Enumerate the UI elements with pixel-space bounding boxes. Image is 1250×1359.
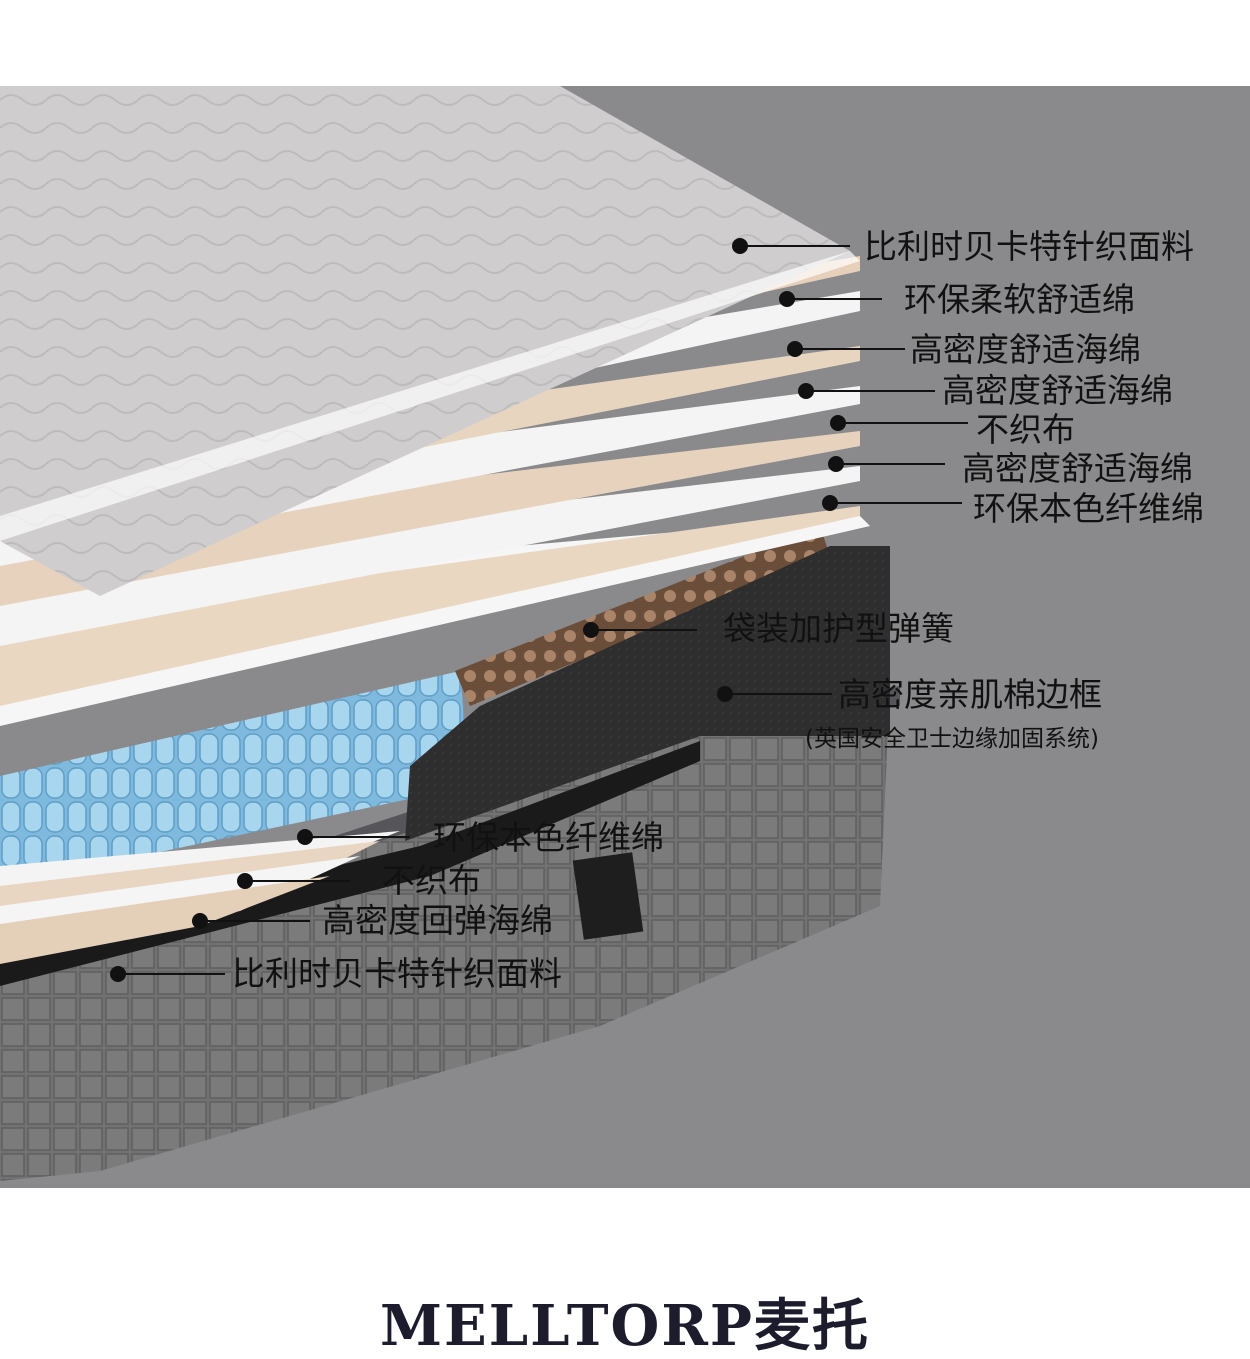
layer-pocket-springs-blue [0, 671, 470, 886]
callout-eco-soft [779, 291, 882, 307]
label-nonwoven-bottom: 不织布 [382, 861, 481, 900]
label-frame-sub: (英国安全卫士边缘加固系统) [805, 726, 1099, 752]
callout-pocket-spring [583, 622, 697, 638]
label-hd-foam-2: 高密度舒适海绵 [942, 371, 1173, 410]
mattress-cross-section [0, 86, 968, 1181]
label-hd-foam-3: 高密度舒适海绵 [962, 449, 1193, 488]
callout-frame [717, 686, 832, 702]
brand-tag [572, 852, 644, 940]
label-frame: 高密度亲肌棉边框 [838, 675, 1102, 714]
callout-nonwoven-bottom [237, 873, 350, 889]
mattress-illustration-panel [0, 86, 1250, 1188]
label-nonwoven-top: 不织布 [976, 410, 1075, 449]
brand-logo-text: MELLTORP麦托 [380, 1293, 870, 1359]
callout-hd-rebound [192, 913, 310, 929]
label-hd-foam-1: 高密度舒适海绵 [910, 330, 1141, 369]
callout-nonwoven-top [830, 415, 968, 431]
label-pocket-spring: 袋装加护型弹簧 [723, 609, 954, 648]
label-eco-fiber-bottom: 环保本色纤维绵 [433, 818, 664, 857]
layer-foam-edge-frame [405, 546, 890, 841]
label-hd-rebound: 高密度回弹海绵 [322, 901, 553, 940]
callout-top-fabric [732, 238, 850, 254]
callout-hd-foam-3 [828, 456, 945, 472]
callout-eco-fiber-bottom [297, 829, 410, 845]
callout-bottom-fabric [110, 966, 225, 982]
label-eco-soft: 环保柔软舒适绵 [904, 280, 1135, 319]
callout-hd-foam-2 [798, 383, 935, 399]
label-bottom-fabric: 比利时贝卡特针织面料 [232, 954, 562, 993]
callout-hd-foam-1 [787, 341, 905, 357]
layer-pocket-springs-copper [455, 526, 830, 706]
callout-eco-fiber-top [822, 495, 962, 511]
label-top-fabric: 比利时贝卡特针织面料 [864, 227, 1194, 266]
label-eco-fiber-top: 环保本色纤维绵 [973, 489, 1204, 528]
